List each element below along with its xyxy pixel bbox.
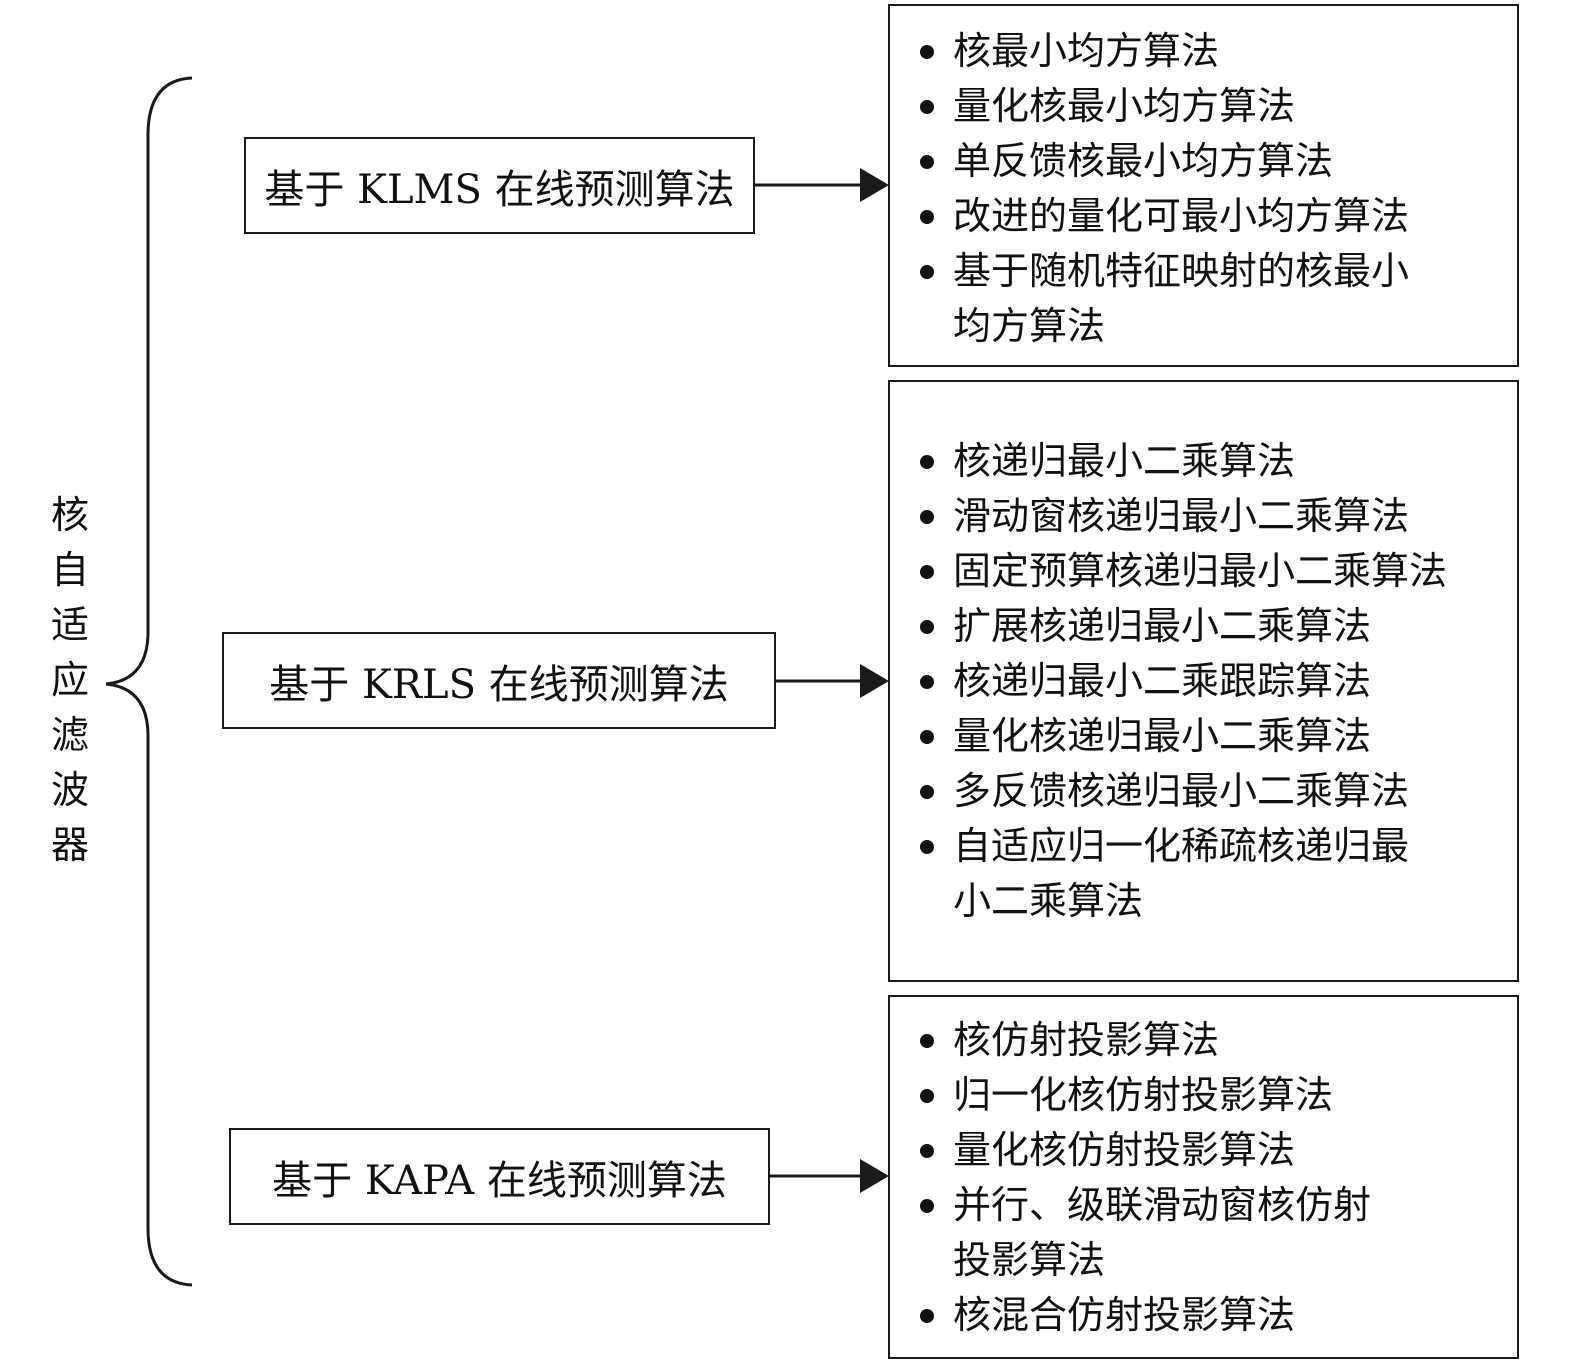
- algorithm-text: 固定预算核递归最小二乘算法: [953, 549, 1448, 593]
- algorithm-item: 并行、级联滑动窗核仿射投影算法: [890, 1178, 1517, 1288]
- arrow-kapa: [770, 1159, 889, 1193]
- algorithm-item: 基于随机特征映射的核最小均方算法: [890, 244, 1517, 354]
- root-char: 自: [50, 548, 89, 592]
- category-label: 基于 KAPA 在线预测算法: [272, 1157, 727, 1204]
- algorithm-text: 归一化核仿射投影算法: [953, 1073, 1334, 1117]
- bullet-icon: [920, 565, 934, 579]
- category-klms: 基于 KLMS 在线预测算法: [244, 137, 755, 234]
- algorithm-item: 改进的量化可最小均方算法: [890, 189, 1517, 244]
- root-char: 波: [50, 768, 89, 812]
- root-char: 器: [50, 823, 89, 867]
- bullet-icon: [920, 730, 934, 744]
- algorithm-text: 基于随机特征映射的核最小: [953, 249, 1410, 293]
- algorithm-text: 并行、级联滑动窗核仿射: [953, 1183, 1372, 1227]
- arrow-krls: [776, 664, 889, 698]
- bullet-icon: [920, 1034, 934, 1048]
- algorithm-text: 核递归最小二乘算法: [953, 439, 1296, 483]
- algorithm-item: 量化核最小均方算法: [890, 79, 1517, 134]
- algorithm-box-klms: 核最小均方算法 量化核最小均方算法 单反馈核最小均方算法 改进的量化可最小均方算…: [888, 4, 1519, 367]
- algorithm-item: 自适应归一化稀疏核递归最小二乘算法: [890, 819, 1517, 929]
- bullet-icon: [920, 1089, 934, 1103]
- bullet-icon: [920, 840, 934, 854]
- algorithm-list: 核递归最小二乘算法 滑动窗核递归最小二乘算法 固定预算核递归最小二乘算法 扩展核…: [890, 434, 1517, 929]
- root-brace: [105, 76, 193, 1287]
- root-char: 核: [50, 493, 89, 537]
- root-char: 适: [50, 603, 89, 647]
- category-krls: 基于 KRLS 在线预测算法: [222, 632, 776, 729]
- bullet-icon: [920, 1144, 934, 1158]
- algorithm-item: 量化核递归最小二乘算法: [890, 709, 1517, 764]
- algorithm-text: 核仿射投影算法: [953, 1018, 1220, 1062]
- algorithm-item: 多反馈核递归最小二乘算法: [890, 764, 1517, 819]
- algorithm-item: 单反馈核最小均方算法: [890, 134, 1517, 189]
- bullet-icon: [920, 1199, 934, 1213]
- root-char: 应: [50, 658, 89, 702]
- algorithm-item: 量化核仿射投影算法: [890, 1123, 1517, 1178]
- algorithm-text: 量化核最小均方算法: [953, 84, 1296, 128]
- algorithm-item: 核仿射投影算法: [890, 1013, 1517, 1068]
- algorithm-item: 核最小均方算法: [890, 24, 1517, 79]
- category-label: 基于 KRLS 在线预测算法: [269, 661, 729, 708]
- root-label: 核 自 适 应 滤 波 器: [40, 488, 100, 873]
- bullet-icon: [920, 510, 934, 524]
- algorithm-list: 核最小均方算法 量化核最小均方算法 单反馈核最小均方算法 改进的量化可最小均方算…: [890, 24, 1517, 354]
- bullet-icon: [920, 1309, 934, 1323]
- algorithm-text: 量化核仿射投影算法: [953, 1128, 1296, 1172]
- algorithm-text: 滑动窗核递归最小二乘算法: [953, 494, 1410, 538]
- algorithm-text: 单反馈核最小均方算法: [953, 139, 1334, 183]
- bullet-icon: [920, 785, 934, 799]
- algorithm-item: 滑动窗核递归最小二乘算法: [890, 489, 1517, 544]
- bullet-icon: [920, 100, 934, 114]
- algorithm-text-continued: 小二乘算法: [953, 879, 1144, 923]
- algorithm-text: 核最小均方算法: [953, 29, 1220, 73]
- root-char: 滤: [50, 713, 89, 757]
- algorithm-text-continued: 均方算法: [953, 304, 1106, 348]
- algorithm-text: 自适应归一化稀疏核递归最: [953, 824, 1410, 868]
- bullet-icon: [920, 210, 934, 224]
- algorithm-item: 核递归最小二乘跟踪算法: [890, 654, 1517, 709]
- bullet-icon: [920, 155, 934, 169]
- algorithm-item: 归一化核仿射投影算法: [890, 1068, 1517, 1123]
- algorithm-text: 核混合仿射投影算法: [953, 1293, 1296, 1337]
- algorithm-text: 多反馈核递归最小二乘算法: [953, 769, 1410, 813]
- algorithm-text: 扩展核递归最小二乘算法: [953, 604, 1372, 648]
- algorithm-text: 量化核递归最小二乘算法: [953, 714, 1372, 758]
- bullet-icon: [920, 455, 934, 469]
- algorithm-item: 扩展核递归最小二乘算法: [890, 599, 1517, 654]
- bullet-icon: [920, 265, 934, 279]
- algorithm-box-krls: 核递归最小二乘算法 滑动窗核递归最小二乘算法 固定预算核递归最小二乘算法 扩展核…: [888, 380, 1519, 982]
- arrow-klms: [755, 168, 889, 202]
- algorithm-text-continued: 投影算法: [953, 1238, 1106, 1282]
- algorithm-text: 核递归最小二乘跟踪算法: [953, 659, 1372, 703]
- algorithm-list: 核仿射投影算法 归一化核仿射投影算法 量化核仿射投影算法 并行、级联滑动窗核仿射…: [890, 1013, 1517, 1343]
- algorithm-box-kapa: 核仿射投影算法 归一化核仿射投影算法 量化核仿射投影算法 并行、级联滑动窗核仿射…: [888, 995, 1519, 1359]
- category-kapa: 基于 KAPA 在线预测算法: [229, 1128, 770, 1225]
- category-label: 基于 KLMS 在线预测算法: [264, 166, 735, 213]
- algorithm-item: 固定预算核递归最小二乘算法: [890, 544, 1517, 599]
- algorithm-text: 改进的量化可最小均方算法: [953, 194, 1410, 238]
- bullet-icon: [920, 45, 934, 59]
- algorithm-item: 核递归最小二乘算法: [890, 434, 1517, 489]
- bullet-icon: [920, 620, 934, 634]
- bullet-icon: [920, 675, 934, 689]
- algorithm-item: 核混合仿射投影算法: [890, 1288, 1517, 1343]
